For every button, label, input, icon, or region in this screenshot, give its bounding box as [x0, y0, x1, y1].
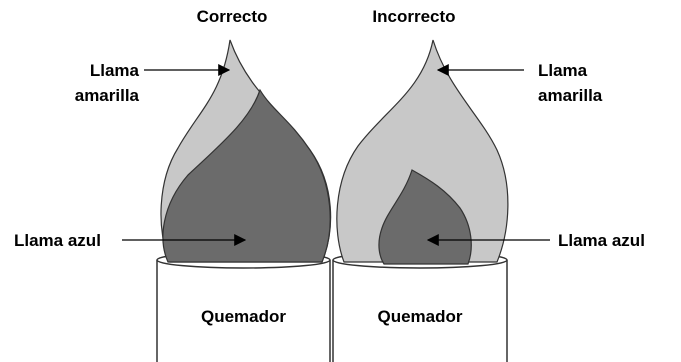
right-yellow-flame-label-line1: Llama	[538, 61, 588, 80]
correct-heading: Correcto	[197, 7, 268, 26]
right-blue-flame-label: Llama azul	[558, 231, 645, 250]
left-blue-flame-label: Llama azul	[14, 231, 101, 250]
left-blue-flame	[162, 88, 331, 263]
left-yellow-flame-label-line1: Llama	[90, 61, 140, 80]
right-burner-body	[332, 260, 508, 362]
incorrect-heading: Incorrecto	[372, 7, 455, 26]
left-burner-label: Quemador	[201, 307, 286, 326]
left-burner-body	[156, 260, 331, 362]
left-yellow-flame-label-line2: amarilla	[75, 86, 140, 105]
right-yellow-flame	[336, 39, 509, 263]
right-burner-label: Quemador	[377, 307, 462, 326]
right-flame	[336, 39, 509, 265]
right-yellow-flame-label-line2: amarilla	[538, 86, 603, 105]
left-flame	[160, 39, 332, 263]
